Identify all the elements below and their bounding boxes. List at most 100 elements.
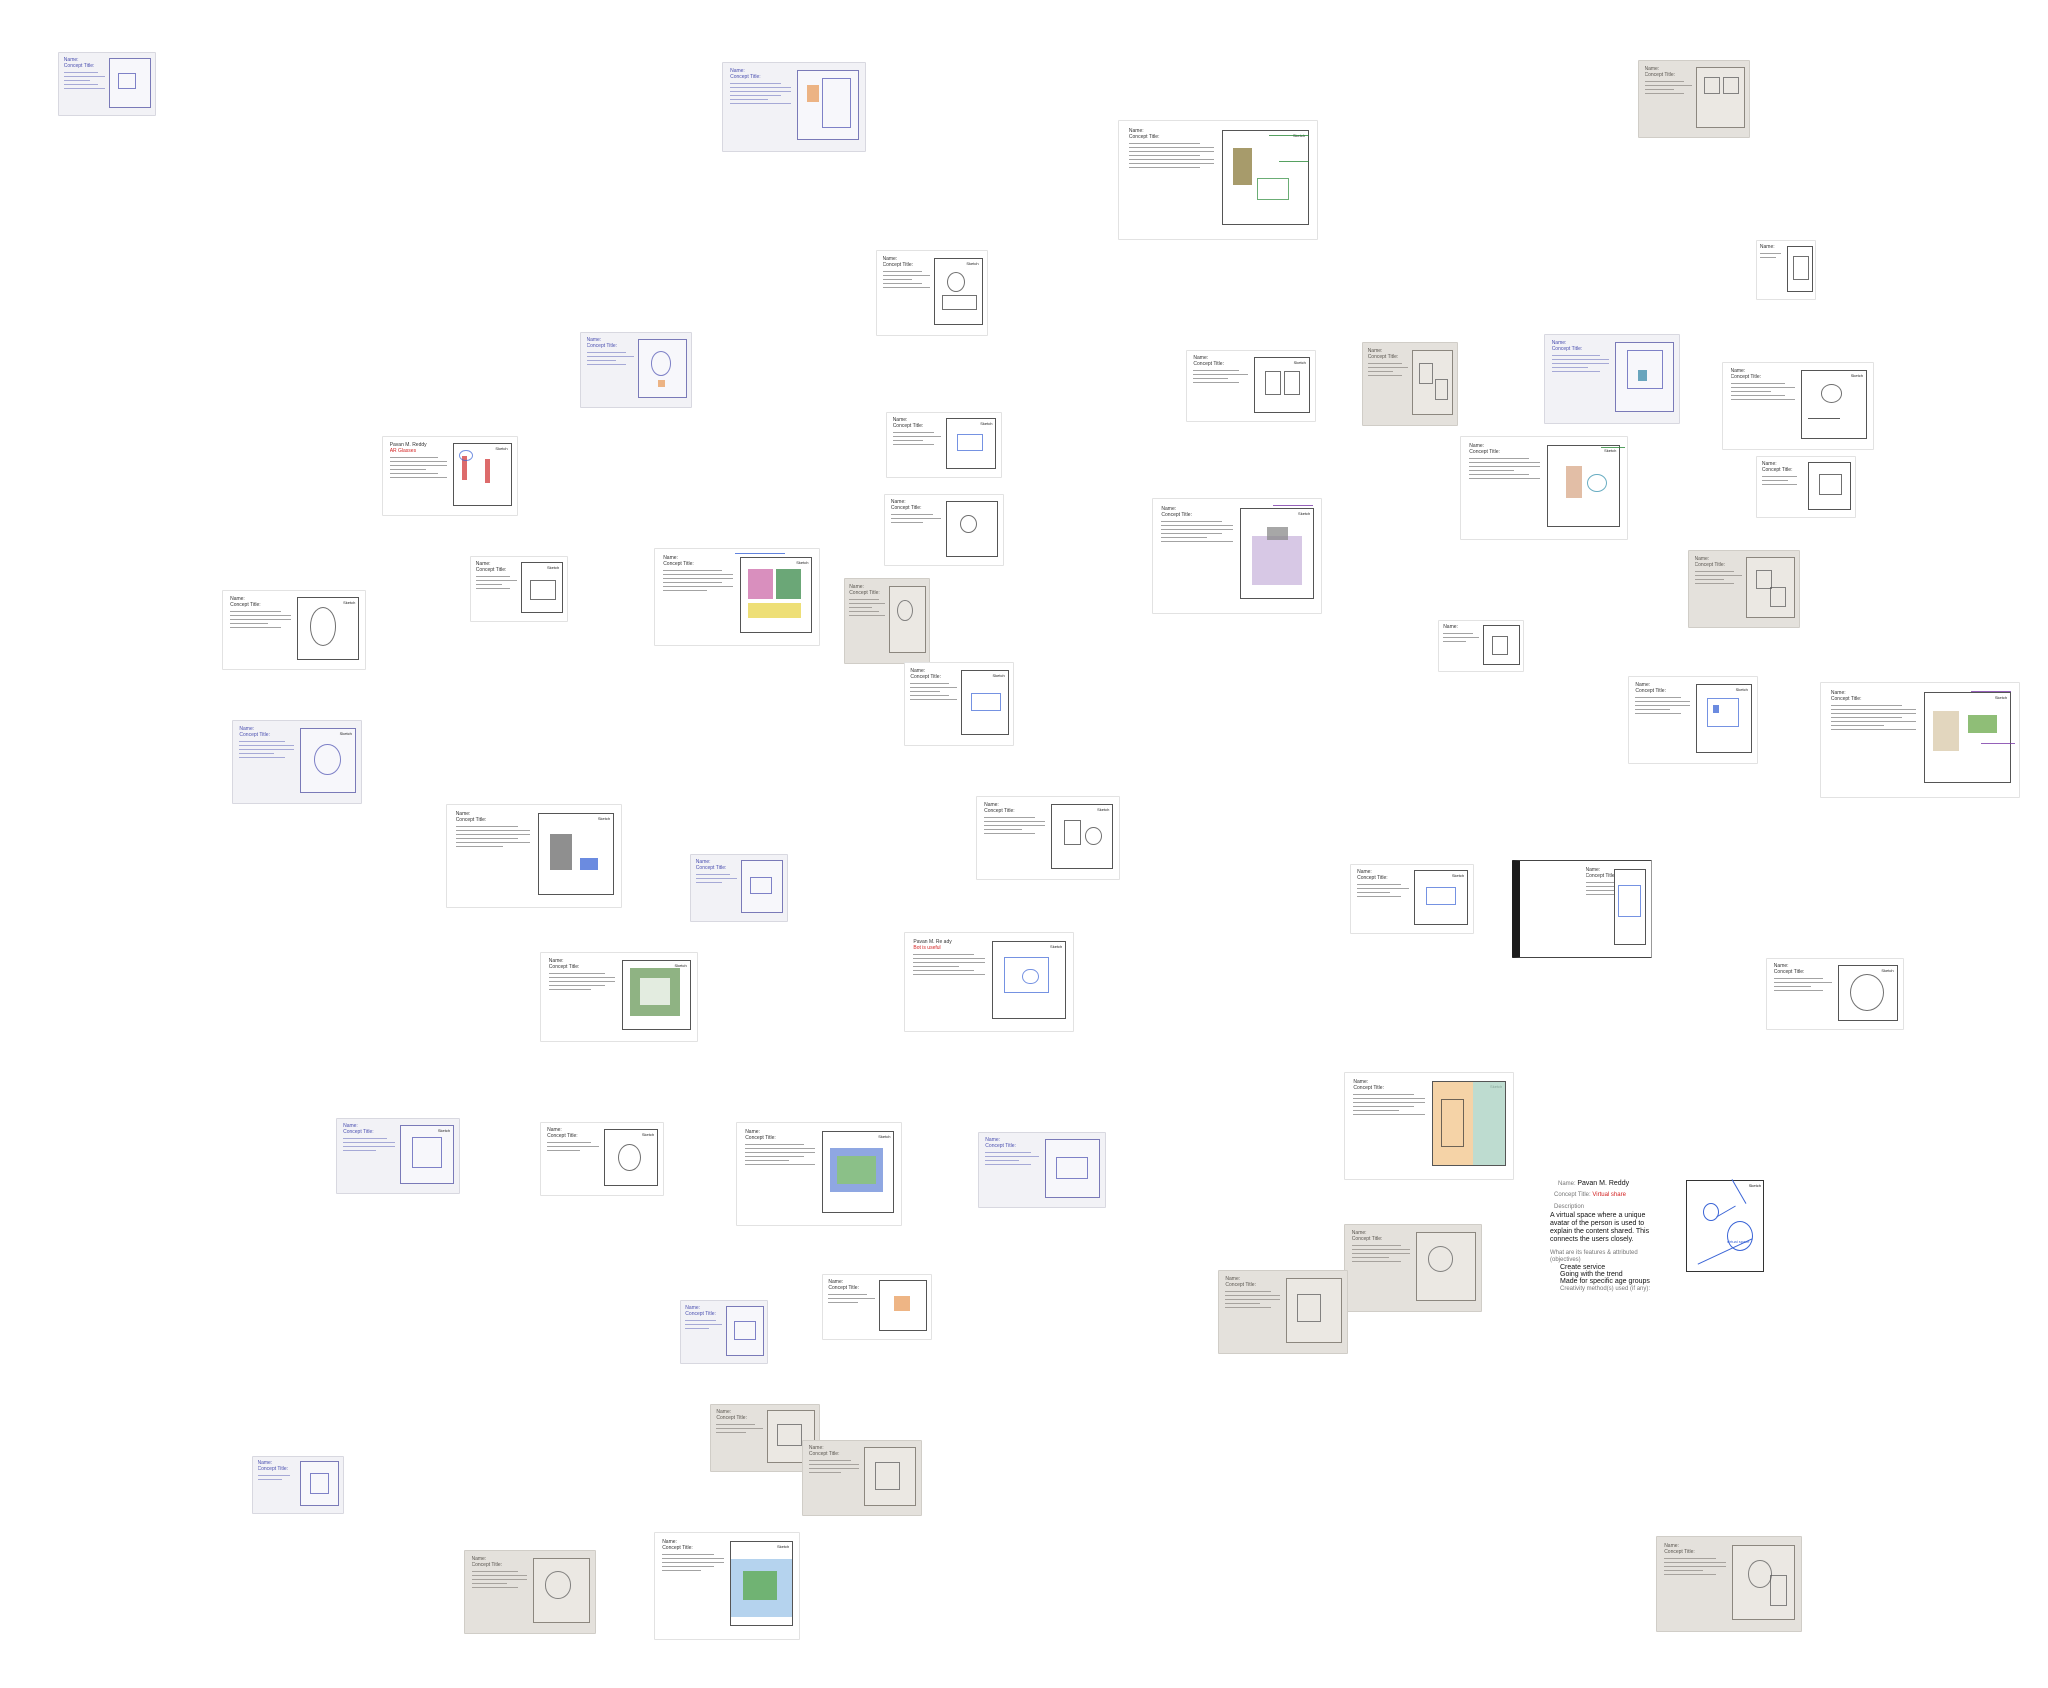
concept-card[interactable]: Name:Concept Title: Sketch (1460, 436, 1628, 540)
concept-card[interactable]: Name:Concept Title: (1344, 1224, 1482, 1312)
creativity-label: Creativity method(s) used (if any): (1560, 1286, 1651, 1292)
concept-card[interactable]: Name:Concept Title: Sketch (976, 796, 1120, 880)
card-text: Name:Concept Title: (1585, 867, 1645, 951)
feature-item: Made for specific age groups (1560, 1278, 1650, 1285)
concept-card[interactable]: Name:Concept Title: (722, 62, 866, 152)
concept-card[interactable]: Name:Concept Title: (58, 52, 156, 116)
concept-card[interactable]: Name:Concept Title: Sketch (904, 662, 1014, 746)
concept-card[interactable]: Name:Concept Title: Sketch (876, 250, 988, 336)
sketch-frame: Sketch (1547, 445, 1621, 527)
card-text: Name:Concept Title: (695, 859, 739, 917)
concept-card[interactable]: Name: (1756, 240, 1816, 300)
card-text: Name:Concept Title: (1664, 1543, 1729, 1626)
sketch-frame (946, 500, 999, 557)
sketch-frame (1411, 349, 1454, 416)
concept-card[interactable]: Name:Concept Title: (1218, 1270, 1348, 1354)
concept-title-row: Concept Title: Virtual share (1554, 1192, 1626, 1198)
sketch-frame: Sketch (537, 813, 615, 895)
sketch-frame (1044, 1138, 1100, 1199)
sketch-frame: Sketch (604, 1128, 659, 1187)
concept-card[interactable]: Name:Concept Title: Sketch (1344, 1072, 1514, 1180)
concept-card[interactable]: Name:Concept Title: (844, 578, 930, 664)
concept-card[interactable]: Name:Concept Title: Sketch (654, 548, 820, 646)
card-text: Name:Concept Title: (808, 1445, 862, 1510)
concept-card[interactable]: Name:Concept Title: (1756, 456, 1856, 518)
sketch-frame (1482, 625, 1520, 665)
concept-card[interactable]: Name:Concept Title: (580, 332, 692, 408)
sketch-frame: Sketch (296, 597, 360, 660)
concept-card[interactable]: Name:Concept Title: (1544, 334, 1680, 424)
card-text: Name:Concept Title: (547, 1127, 602, 1190)
card-text: Name:Concept Title: (1551, 340, 1612, 417)
concept-card[interactable]: Name:Concept Title: Sketch (1118, 120, 1318, 240)
feature-item: Going with the trend (1560, 1271, 1623, 1278)
concept-card[interactable]: Name:Concept Title: Sketch (1152, 498, 1322, 614)
card-text: Name:Concept Title: (257, 1460, 299, 1509)
sketch-frame (879, 1280, 927, 1332)
concept-card[interactable]: Name:Concept Title: (680, 1300, 768, 1364)
concept-card[interactable]: Name:Concept Title: (884, 494, 1004, 566)
sketch-frame: Sketch (1414, 870, 1469, 925)
concept-card[interactable]: Name:Concept Title: Sketch (736, 1122, 902, 1226)
card-text: Name:Concept Title: (663, 555, 737, 639)
concept-card[interactable]: Name:Concept Title: Sketch (222, 590, 366, 670)
features-label: What are its features & attributed (obje… (1550, 1250, 1638, 1263)
sketch-frame: Sketch (1801, 369, 1867, 439)
concept-card[interactable]: Name:Concept Title: Sketch (540, 1122, 664, 1196)
card-text: Name:Concept Title: (471, 1556, 531, 1628)
sketch-frame: Sketch (520, 562, 564, 614)
sketch-frame (1614, 342, 1674, 413)
sketch-frame (888, 585, 926, 653)
concept-card[interactable]: Name:Concept Title: Sketch (446, 804, 622, 908)
concept-card[interactable]: Name:Concept Title: Sketch (1766, 958, 1904, 1030)
name-row: Name: Pavan M. Reddy (1558, 1180, 1630, 1187)
concept-card[interactable]: Name:Concept Title: (1638, 60, 1750, 138)
sketch-note: virtual space (1727, 1239, 1750, 1244)
concept-card[interactable]: Name:Concept Title: Sketch (1186, 350, 1316, 422)
concept-card[interactable]: Name:Concept Title: Sketch (1722, 362, 1874, 450)
sketch-frame (1696, 67, 1745, 128)
sketch-frame (725, 1305, 764, 1356)
concept-card[interactable]: Name:Concept Title: (252, 1456, 344, 1514)
concept-card[interactable]: Name:Concept Title: Sketch (654, 1532, 800, 1640)
sketch-frame (1614, 868, 1646, 946)
card-text: Name:Concept Title: (1694, 556, 1745, 623)
description-label: Description (1554, 1204, 1585, 1210)
concept-card[interactable]: Name:Concept Title: (464, 1550, 596, 1634)
concept-card[interactable]: Name:Concept Title: Sketch (1628, 676, 1758, 764)
concept-card[interactable]: Name:Concept Title: (1688, 550, 1800, 628)
concept-card[interactable]: Name:Concept Title: Sketch (1820, 682, 2020, 798)
sketch-frame: Sketch (622, 960, 691, 1031)
concept-card[interactable]: Name:Concept Title: (1656, 1536, 1802, 1632)
featured-concept-card[interactable]: Name: Pavan M. Reddy Concept Title: Virt… (1540, 1168, 1764, 1292)
concept-card[interactable]: Name:Concept Title: Sketch (336, 1118, 460, 1194)
card-text: Name:Concept Title: (1635, 682, 1693, 758)
sketch-frame (638, 338, 687, 399)
concept-card[interactable]: Name: (1438, 620, 1524, 672)
sketch-frame: Sketch (1432, 1081, 1507, 1167)
card-text: Name: (1759, 244, 1786, 295)
concept-card[interactable]: Name:Concept Title: (1512, 860, 1652, 958)
concept-card[interactable]: Name:Concept Title: Sketch (1350, 864, 1474, 934)
concept-card[interactable]: Name:Concept Title: Sketch (886, 412, 1002, 478)
concept-card[interactable]: Name:Concept Title: (690, 854, 788, 922)
sketch-frame (1731, 1544, 1796, 1620)
card-text: Name:Concept Title: (1773, 963, 1835, 1025)
concept-card[interactable]: Name:Concept Title: (978, 1132, 1106, 1208)
concept-card[interactable]: Name:Concept Title: (1362, 342, 1458, 426)
card-text: Name:Concept Title: (685, 1305, 724, 1360)
concept-card[interactable]: Name:Concept Title: (822, 1274, 932, 1340)
concept-card[interactable]: Name:Concept Title: Sketch (540, 952, 698, 1042)
concept-card[interactable]: Name:Concept Title: (802, 1440, 922, 1516)
sketch-frame (740, 860, 784, 914)
card-text: Name:Concept Title: (910, 668, 959, 740)
feature-item: Create service (1560, 1264, 1606, 1271)
sketch-frame (1746, 557, 1795, 618)
concept-card[interactable]: Name:Concept Title: Sketch (470, 556, 568, 622)
concept-card[interactable]: Name:Concept Title: (710, 1404, 820, 1472)
card-text: Name:Concept Title: (745, 1129, 819, 1219)
concept-card[interactable]: Name:Concept Title: Sketch (232, 720, 362, 804)
